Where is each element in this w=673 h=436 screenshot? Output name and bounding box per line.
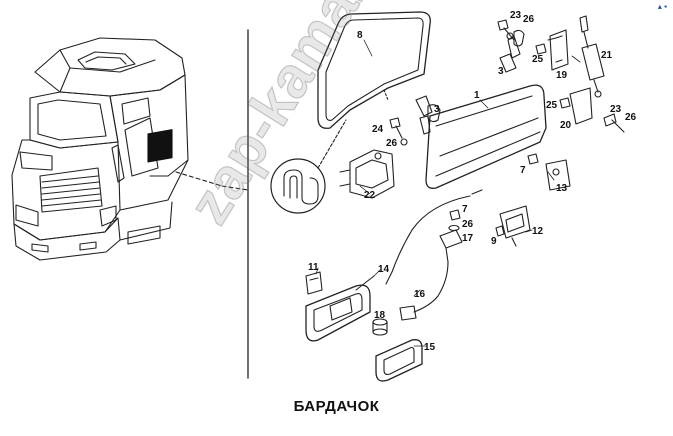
release-cable: [385, 195, 471, 285]
label-23b: 23: [610, 104, 622, 115]
fasteners-top: [497, 19, 557, 55]
label-26a: 26: [523, 14, 535, 25]
diagram-caption: БАРДАЧОК: [293, 398, 380, 415]
label-25a: 25: [532, 54, 544, 65]
label-3b: 3: [434, 104, 440, 115]
label-20: 20: [560, 120, 572, 131]
part-11-clip: [305, 271, 323, 295]
label-26b: 26: [386, 138, 398, 149]
label-12: 12: [532, 226, 544, 237]
truck-cab-illustration: [11, 37, 223, 261]
label-26c: 26: [625, 112, 637, 123]
label-13: 13: [556, 183, 568, 194]
part-13-striker: [527, 153, 571, 191]
label-1: 1: [474, 90, 480, 101]
label-16: 16: [414, 289, 426, 300]
label-9: 9: [491, 236, 497, 247]
label-18: 18: [374, 310, 386, 321]
part-14-handle: [305, 275, 375, 342]
label-8: 8: [357, 30, 363, 41]
part-15-bezel: [375, 339, 423, 382]
label-22: 22: [364, 190, 376, 201]
fasteners-lid-left: [389, 117, 408, 146]
label-11: 11: [308, 262, 319, 273]
label-leader-lines: [315, 39, 581, 347]
parts-7-26-17: [437, 209, 463, 297]
part-3-hinges: [415, 29, 525, 135]
part-8-gasket: [317, 11, 431, 129]
label-21: 21: [601, 50, 613, 61]
corner-mark: ▴ ▪: [657, 2, 667, 11]
part-19-bracket: [549, 29, 569, 71]
label-17: 17: [462, 233, 474, 244]
label-19: 19: [556, 70, 568, 81]
part-18-bushing: [372, 318, 388, 336]
label-25b: 25: [546, 100, 558, 111]
clip-detail-callout: [270, 119, 347, 214]
part-21-gas-strut: [579, 15, 605, 98]
label-26d: 26: [462, 219, 474, 230]
part-12-lock: [495, 205, 531, 247]
label-15: 15: [424, 342, 436, 353]
label-7b: 7: [462, 204, 468, 215]
part-20-bracket: [559, 87, 625, 133]
label-7a: 7: [520, 165, 526, 176]
label-3a: 3: [498, 66, 504, 77]
label-24: 24: [372, 124, 384, 135]
part-16-cable-end: [399, 295, 439, 321]
label-14: 14: [378, 264, 390, 275]
part-22-latch-bracket: [339, 149, 395, 199]
part-1-glovebox-lid: [425, 84, 547, 189]
part-number-labels: 8 23 26 21 3 25 19 1 3 24 26 25 20 23 26…: [308, 10, 637, 353]
label-23a: 23: [510, 10, 522, 21]
